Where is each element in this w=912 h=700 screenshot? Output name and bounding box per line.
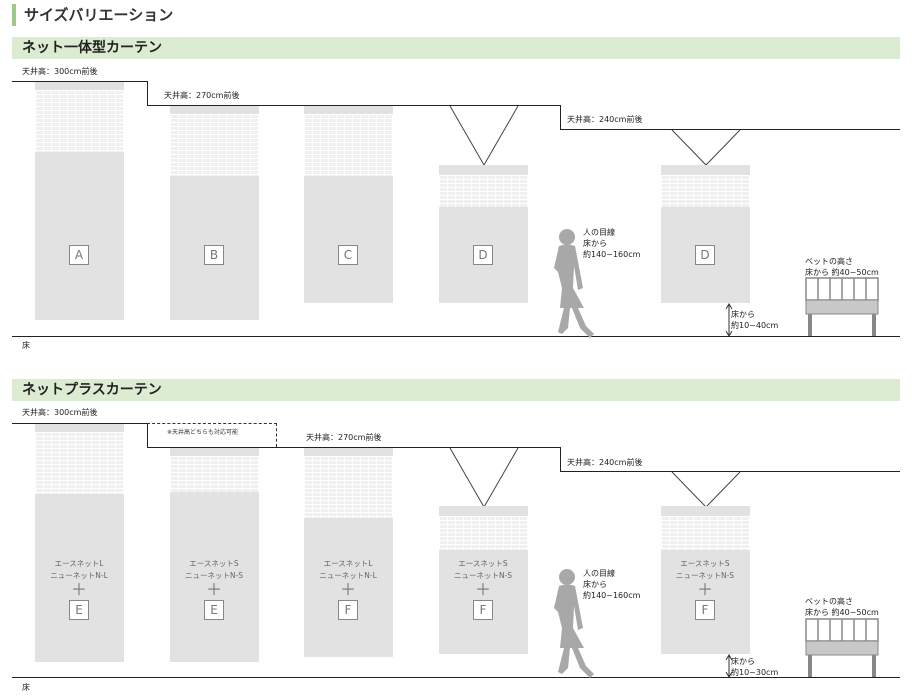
product-name: ニューネットN-S: [675, 571, 735, 580]
ceiling-step: [560, 105, 561, 129]
ceiling-line-240: [560, 471, 900, 472]
curtain-a: A: [35, 82, 124, 320]
curtain-f-long: エースネットL ニューネットN-L ＋ F: [304, 448, 393, 657]
size-letter: A: [69, 245, 89, 265]
ceiling-270-label: 天井高：270cm前後: [306, 433, 382, 442]
plus-icon: ＋: [696, 580, 713, 599]
net-panel: [35, 432, 124, 494]
plus-icon: ＋: [70, 580, 87, 599]
product-name: ニューネットN-L: [319, 571, 377, 580]
size-letter: E: [204, 600, 224, 620]
note-box: [147, 423, 277, 447]
net-panel: [304, 114, 393, 176]
size-letter: F: [338, 600, 358, 620]
ceiling-300-label: 天井高：300cm前後: [22, 67, 98, 76]
bed-height-label: ベットの高さ 床から 約40~50cm: [805, 597, 879, 617]
size-letter: F: [473, 600, 493, 620]
note-text: ※天井高どちらも対応可能: [167, 429, 239, 436]
curtain-d: D: [661, 165, 750, 303]
curtain-e-long: エースネットL ニューネットN-L ＋ E: [35, 424, 124, 662]
hanging-cord: [449, 447, 519, 509]
plus-icon: ＋: [474, 580, 491, 599]
net-panel: [35, 90, 124, 152]
product-name: エースネットL: [323, 559, 373, 568]
ceiling-step: [147, 423, 148, 447]
ceiling-line-270: [147, 447, 560, 448]
page-title: サイズバリエーション: [12, 4, 173, 26]
size-letter: F: [695, 600, 715, 620]
product-name: ニューネットN-S: [453, 571, 513, 580]
floor-label: 床: [22, 341, 30, 350]
plus-icon: ＋: [339, 580, 356, 599]
person-silhouette-icon: [554, 569, 594, 678]
net-panel: [661, 175, 750, 207]
eye-level-label: 人の目線 床から 約140~160cm: [583, 228, 641, 259]
size-letter: D: [695, 245, 715, 265]
floor-line: [12, 677, 900, 678]
section-heading: ネットプラスカーテン: [12, 379, 900, 401]
eye-level-label: 人の目線 床から 約140~160cm: [583, 569, 641, 600]
floor-line: [12, 336, 900, 337]
net-panel: [439, 175, 528, 207]
hanging-cord: [449, 105, 519, 167]
gap-label: 床から 約10~30cm: [731, 657, 779, 677]
floor-label: 床: [22, 683, 30, 692]
product-name: エースネットS: [458, 559, 508, 568]
curtain-f-short: エースネットS ニューネットN-S ＋ F: [661, 506, 750, 654]
ceiling-step: [147, 81, 148, 105]
ceiling-line-240: [560, 129, 900, 130]
ceiling-300-label: 天井高：300cm前後: [22, 408, 98, 417]
product-name: エースネットS: [680, 559, 730, 568]
product-name: ニューネットN-L: [50, 571, 108, 580]
curtain-c: C: [304, 106, 393, 303]
ceiling-240-label: 天井高：240cm前後: [567, 458, 643, 467]
net-panel: [439, 516, 528, 550]
ceiling-line-300: [12, 423, 147, 424]
net-panel: [170, 114, 259, 176]
ceiling-line-270: [147, 105, 560, 106]
product-name: ニューネットN-S: [184, 571, 244, 580]
curtain-b: B: [170, 106, 259, 320]
bed-icon: [805, 277, 879, 336]
section-heading: ネット一体型カーテン: [12, 37, 900, 59]
net-panel: [170, 456, 259, 492]
bed-icon: [805, 618, 879, 677]
hanging-cord: [671, 129, 741, 166]
gap-label: 床から 約10~40cm: [731, 310, 779, 330]
curtain-f-short: エースネットS ニューネットN-S ＋ F: [439, 506, 528, 654]
hanging-cord: [671, 471, 741, 508]
gap-arrow-icon: [725, 654, 733, 678]
product-name: エースネットS: [189, 559, 239, 568]
size-letter: D: [473, 245, 493, 265]
size-letter: E: [69, 600, 89, 620]
ceiling-270-label: 天井高：270cm前後: [164, 91, 240, 100]
ceiling-step: [560, 447, 561, 471]
curtain-e-short: エースネットS ニューネットN-S ＋ E: [170, 448, 259, 662]
gap-arrow-icon: [725, 303, 733, 337]
net-panel: [304, 456, 393, 518]
net-panel: [661, 516, 750, 550]
curtain-d: D: [439, 165, 528, 303]
size-letter: C: [338, 245, 358, 265]
product-name: エースネットL: [54, 559, 104, 568]
ceiling-240-label: 天井高：240cm前後: [567, 115, 643, 124]
person-silhouette-icon: [554, 229, 594, 338]
ceiling-line-300: [12, 81, 147, 82]
plus-icon: ＋: [205, 580, 222, 599]
bed-height-label: ベットの高さ 床から 約40~50cm: [805, 257, 879, 277]
size-letter: B: [204, 245, 224, 265]
